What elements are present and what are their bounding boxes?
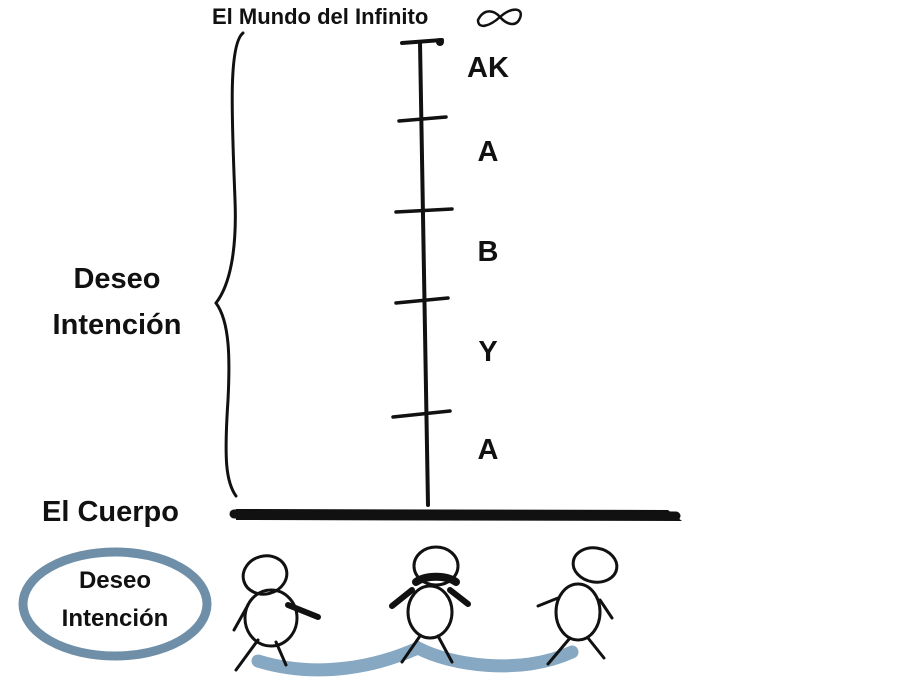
curly-brace	[214, 31, 245, 498]
ladder-rung-line	[394, 296, 450, 305]
ladder-rung-line	[397, 115, 448, 123]
desire-oval	[18, 547, 212, 661]
rung-label-y: Y	[478, 336, 498, 368]
body-ground-line-stroke	[229, 509, 681, 521]
person-figure-left	[232, 554, 321, 672]
side-label-line2: Intención	[52, 309, 182, 341]
connection-arc	[251, 640, 579, 677]
infinity-icon	[476, 8, 523, 28]
ladder-rung-line	[394, 207, 454, 214]
rung-label-a-lower: A	[477, 434, 499, 466]
ladder-pole	[418, 40, 430, 507]
oval-label-line2: Intención	[61, 605, 169, 632]
side-label-line1: Deseo	[73, 263, 161, 295]
body-label: El Cuerpo	[42, 496, 179, 528]
person-figure-right	[536, 546, 619, 666]
ladder-top-knob	[436, 38, 444, 46]
diagram-title: El Mundo del Infinito	[212, 4, 429, 29]
ladder-rung-line	[391, 409, 452, 419]
rung-label-ak: AK	[467, 52, 509, 84]
ladder-top-cap	[400, 38, 444, 45]
oval-label-line1: Deseo	[78, 567, 152, 594]
person-figure-center	[389, 545, 471, 664]
rung-label-b: B	[477, 236, 499, 268]
rung-label-a-upper: A	[477, 136, 499, 168]
